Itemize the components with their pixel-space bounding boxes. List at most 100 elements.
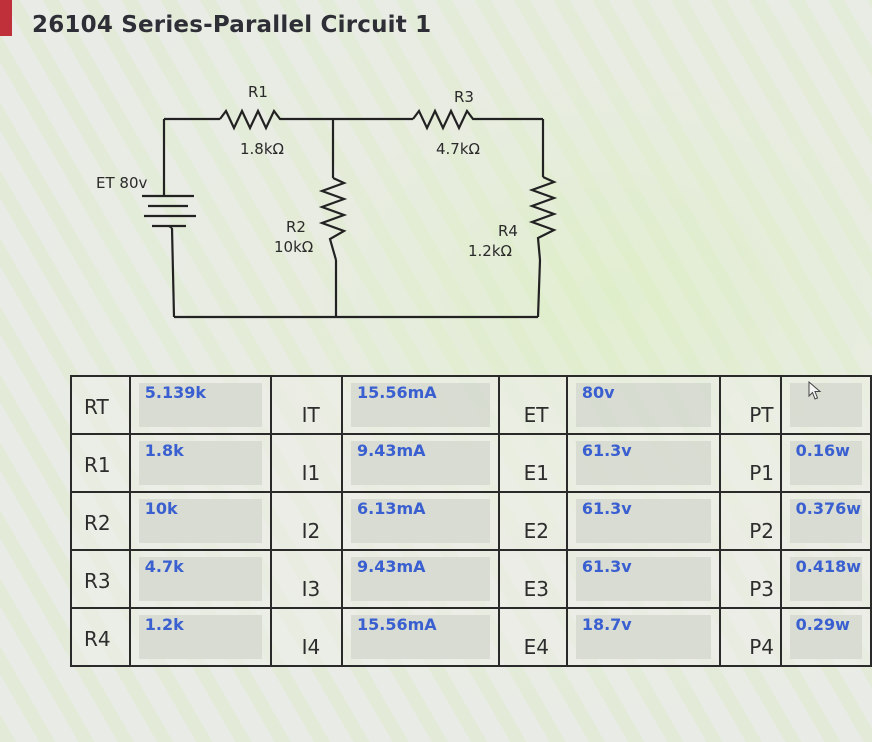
voltage-value-field-text: 61.3v: [581, 441, 632, 460]
current-value-field-box[interactable]: [351, 383, 490, 427]
current-label: I2: [269, 491, 344, 551]
r2-label: R2: [286, 218, 306, 236]
current-value-field[interactable]: 9.43mA: [341, 433, 500, 493]
power-label: P2: [719, 491, 782, 551]
voltage-value-field[interactable]: 61.3v: [565, 491, 722, 551]
voltage-value-field-box[interactable]: [575, 615, 712, 659]
current-label-text: IT: [301, 403, 320, 427]
page-title: 26104 Series-Parallel Circuit 1: [32, 12, 432, 38]
resistance-value-field[interactable]: 10k: [128, 491, 272, 551]
source-label: ET 80v: [96, 174, 147, 192]
circuit-diagram: R1 1.8kΩ R3 4.7kΩ ET 80v R2 10kΩ R4 1.2k…: [96, 83, 558, 319]
current-value-field-box[interactable]: [351, 615, 490, 659]
mouse-cursor-icon: [808, 381, 821, 400]
voltage-label-text: ET: [523, 403, 549, 427]
resistance-label-text: R1: [84, 453, 111, 477]
voltage-value-field-text: 80v: [581, 383, 615, 402]
power-value-field[interactable]: 0.376w: [779, 491, 872, 551]
r1-value: 1.8kΩ: [240, 140, 284, 158]
power-value-field-text: 0.29w: [795, 615, 850, 634]
table-row: R4 1.2k I4 15.56mA E4 18.7v P4 0.29w: [70, 607, 872, 667]
red-tab-marker: [0, 0, 12, 36]
voltage-label-text: E1: [523, 461, 549, 485]
voltage-label: E2: [497, 491, 568, 551]
current-label: I4: [269, 607, 344, 667]
resistance-value-field-text: 4.7k: [144, 557, 184, 576]
power-value-field[interactable]: 0.29w: [779, 607, 872, 667]
current-value-field-text: 15.56mA: [357, 383, 437, 402]
current-label-text: I2: [301, 519, 321, 543]
voltage-value-field-box[interactable]: [575, 499, 712, 543]
voltage-label-text: E2: [523, 519, 549, 543]
voltage-label: E4: [497, 607, 568, 667]
current-label-text: I4: [301, 635, 321, 659]
r4-label: R4: [498, 222, 518, 240]
resistance-label-text: R4: [84, 627, 111, 651]
current-label: IT: [269, 375, 344, 435]
current-value-field-box[interactable]: [351, 557, 490, 601]
power-value-field-text: 0.376w: [795, 499, 861, 518]
resistance-label: R4: [70, 607, 131, 667]
voltage-label: ET: [497, 375, 568, 435]
power-label-text: P3: [749, 577, 775, 601]
current-value-field-box[interactable]: [351, 441, 490, 485]
voltage-label-text: E4: [523, 635, 549, 659]
power-label: P3: [719, 549, 782, 609]
resistance-value-field[interactable]: 1.2k: [128, 607, 272, 667]
power-value-field-box[interactable]: [789, 441, 862, 485]
resistance-value-field-box[interactable]: [138, 499, 262, 543]
resistance-value-field-text: 5.139k: [144, 383, 207, 402]
power-label: P4: [719, 607, 782, 667]
voltage-label: E3: [497, 549, 568, 609]
r2-value: 10kΩ: [274, 238, 313, 256]
resistance-value-field-box[interactable]: [138, 383, 262, 427]
power-label-text: P2: [749, 519, 775, 543]
resistance-value-field[interactable]: 4.7k: [128, 549, 272, 609]
resistor-r4-icon: [528, 175, 558, 261]
current-label-text: I1: [301, 461, 321, 485]
current-value-field-text: 15.56mA: [357, 615, 437, 634]
r1-label: R1: [248, 83, 268, 101]
power-value-field[interactable]: [779, 375, 872, 435]
resistance-label: R2: [70, 491, 131, 551]
current-value-field[interactable]: 9.43mA: [341, 549, 500, 609]
voltage-value-field[interactable]: 18.7v: [565, 607, 722, 667]
power-value-field[interactable]: 0.16w: [779, 433, 872, 493]
power-label: PT: [719, 375, 782, 435]
power-value-field-box[interactable]: [789, 499, 862, 543]
current-value-field[interactable]: 15.56mA: [341, 607, 500, 667]
resistance-label-text: R2: [84, 511, 111, 535]
resistance-value-field-box[interactable]: [138, 441, 262, 485]
resistance-value-field[interactable]: 5.139k: [128, 375, 272, 435]
power-value-field[interactable]: 0.418w: [779, 549, 872, 609]
power-value-field-box[interactable]: [789, 557, 862, 601]
power-value-field-box[interactable]: [789, 615, 862, 659]
current-label-text: I3: [301, 577, 321, 601]
resistance-value-field-text: 10k: [144, 499, 178, 518]
r4-value: 1.2kΩ: [468, 242, 512, 260]
voltage-value-field-box[interactable]: [575, 441, 712, 485]
current-value-field[interactable]: 15.56mA: [341, 375, 500, 435]
voltage-value-field-text: 18.7v: [581, 615, 632, 634]
voltage-value-field-box[interactable]: [575, 383, 712, 427]
resistance-label: RT: [70, 375, 131, 435]
voltage-value-field[interactable]: 80v: [565, 375, 722, 435]
current-value-field-box[interactable]: [351, 499, 490, 543]
r3-label: R3: [454, 88, 474, 106]
power-value-field-box[interactable]: [789, 383, 862, 427]
voltage-value-field[interactable]: 61.3v: [565, 433, 722, 493]
current-value-field[interactable]: 6.13mA: [341, 491, 500, 551]
resistance-value-field-box[interactable]: [138, 615, 262, 659]
voltage-value-field[interactable]: 61.3v: [565, 549, 722, 609]
resistance-value-field-box[interactable]: [138, 557, 262, 601]
voltage-value-field-box[interactable]: [575, 557, 712, 601]
resistance-label: R1: [70, 433, 131, 493]
resistance-label-text: RT: [84, 395, 109, 419]
resistance-value-field[interactable]: 1.8k: [128, 433, 272, 493]
voltage-value-field-text: 61.3v: [581, 499, 632, 518]
voltage-value-field-text: 61.3v: [581, 557, 632, 576]
